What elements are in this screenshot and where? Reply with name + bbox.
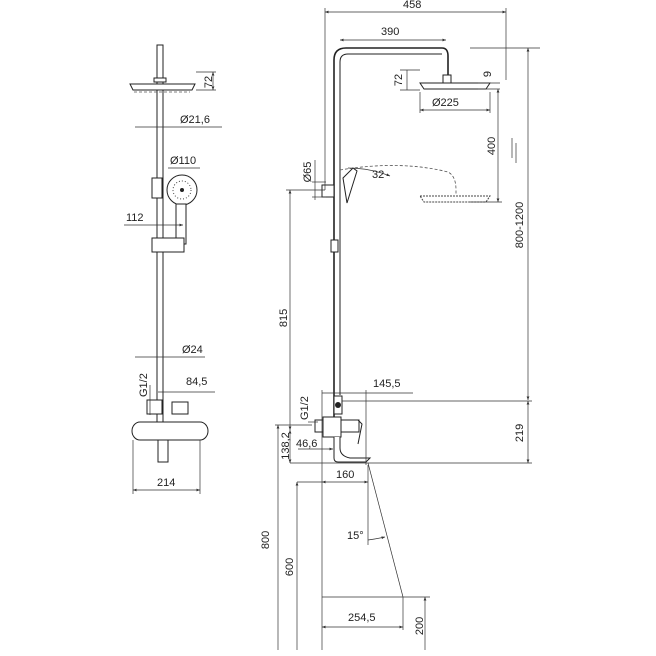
dim-connection-thread: G1/2 [138,373,150,397]
spout [157,439,169,463]
adjust-arrows-icon [511,138,517,163]
dim-lower-pipe-diameter: Ø24 [182,344,203,356]
dim-holder-offset: 112 [126,212,144,224]
dim-mixer-width: 214 [157,477,175,489]
spray-line [367,462,404,598]
dim-mixer-offset: 84,5 [186,376,207,388]
slider-side [321,184,335,198]
side-view: 458 390 72 9 Ø225 400 800-1200 Ø65 32 81… [260,0,540,650]
dim-hand-shower-diameter-side: Ø65 [302,162,314,183]
slider [151,177,163,199]
dim-min-height: 600 [284,558,296,576]
dim-hand-shower-diameter: Ø110 [170,155,196,167]
dim-wall-offset: 46,6 [296,438,317,450]
rain-shower-head-side [419,82,491,90]
dim-arm-reach: 390 [381,26,399,38]
mixer-body [131,421,209,441]
spout-side [333,437,372,463]
dim-head-adjust: 400 [486,137,498,155]
overhead-arm [333,47,449,430]
dim-install-height: 800 [260,531,272,549]
dim-head-thickness: 9 [482,71,494,77]
holder [151,237,185,253]
hand-shower-side [342,167,358,204]
dim-head-height: 72 [203,76,215,88]
connector [146,399,189,415]
adjusted-arm-position [339,165,457,195]
shower-pipe [156,44,164,426]
dim-pipe-diameter: Ø21,6 [180,114,210,126]
front-view: 72 Ø21,6 Ø110 112 Ø24 G1/2 84,5 214 [124,44,222,494]
dim-mixer-to-spout: 219 [514,424,526,442]
mixer-lever [357,419,363,445]
mixer-side [314,416,360,438]
rain-shower-head [129,83,196,91]
dim-total-height-range: 800-1200 [514,202,526,249]
dim-pipe-height: 815 [278,309,290,327]
dim-spray-reach: 254,5 [348,612,376,624]
dim-connection-thread-side: G1/2 [299,396,311,420]
dim-mixer-depth: 145,5 [373,378,401,390]
dim-clearance: 200 [414,617,426,635]
head-connector [153,77,167,83]
dim-head-diameter: Ø225 [432,97,459,109]
dim-spray-angle: 15° [347,530,364,542]
dim-spout-height: 138,2 [280,432,292,460]
dim-head-height-side: 72 [393,74,405,86]
dim-spout-reach: 160 [336,469,354,481]
dim-total-reach: 458 [403,0,421,11]
dim-tilt-angle: 32 [372,169,384,181]
